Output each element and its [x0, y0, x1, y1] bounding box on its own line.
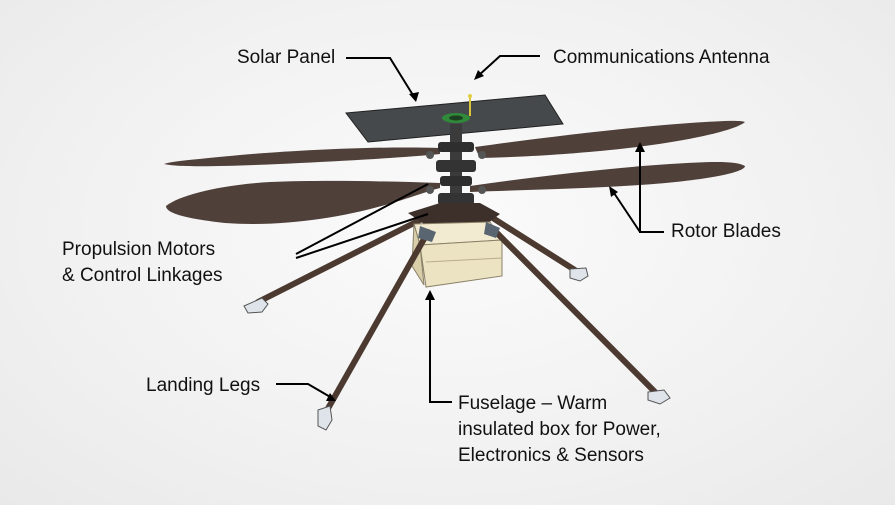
- foot-pad-rear-right: [569, 267, 589, 282]
- leader-propulsion-upper: [295, 183, 429, 255]
- foot-pad-front-left: [317, 405, 333, 431]
- leader-propulsion-lower: [295, 213, 429, 259]
- landing-leg-front-left: [323, 229, 431, 415]
- landing-leg-rear-left: [255, 217, 423, 305]
- label-communications-antenna: Communications Antenna: [553, 47, 770, 68]
- rear-landing-legs: [243, 212, 589, 314]
- label-propulsion-line-1: Propulsion Motors: [62, 239, 216, 260]
- leader-fuselage: [429, 294, 452, 403]
- label-propulsion-line-2: & Control Linkages: [62, 265, 223, 286]
- label-fuselage-line-2: insulated box for Power,: [458, 419, 661, 440]
- label-solar-panel: Solar Panel: [237, 47, 336, 68]
- label-landing-legs: Landing Legs: [146, 375, 261, 396]
- lower-rotor-blade-right: [470, 162, 745, 192]
- front-landing-legs: [317, 222, 671, 431]
- leader-rotor-blades-upper: [639, 146, 664, 233]
- leader-lines: [276, 55, 664, 403]
- foot-pad-rear-left: [243, 297, 269, 314]
- label-fuselage: Fuselage – Warm insulated box for Power,…: [458, 391, 661, 469]
- solar-panel: [345, 94, 564, 143]
- lower-rotor: [166, 162, 745, 224]
- leader-antenna: [477, 55, 540, 77]
- leader-landing-legs: [276, 383, 333, 399]
- foot-pad-front-right: [647, 389, 671, 405]
- upper-rotor-blade-left: [164, 147, 440, 167]
- leader-solar-panel: [346, 57, 417, 101]
- label-fuselage-line-3: Electronics & Sensors: [458, 445, 644, 466]
- label-rotor-blades: Rotor Blades: [671, 221, 781, 242]
- leader-rotor-blades-lower: [611, 189, 641, 233]
- label-fuselage-line-1: Fuselage – Warm: [458, 393, 608, 414]
- upper-rotor-blade-right: [475, 120, 745, 158]
- upper-rotor: [164, 120, 745, 167]
- lower-rotor-blade-left: [166, 180, 440, 224]
- rotor-mast: [426, 124, 486, 214]
- landing-leg-front-right: [489, 225, 658, 395]
- leg-mount-plate: [408, 203, 500, 228]
- landing-leg-rear-right: [485, 212, 581, 275]
- label-propulsion-motors: Propulsion Motors & Control Linkages: [62, 237, 223, 289]
